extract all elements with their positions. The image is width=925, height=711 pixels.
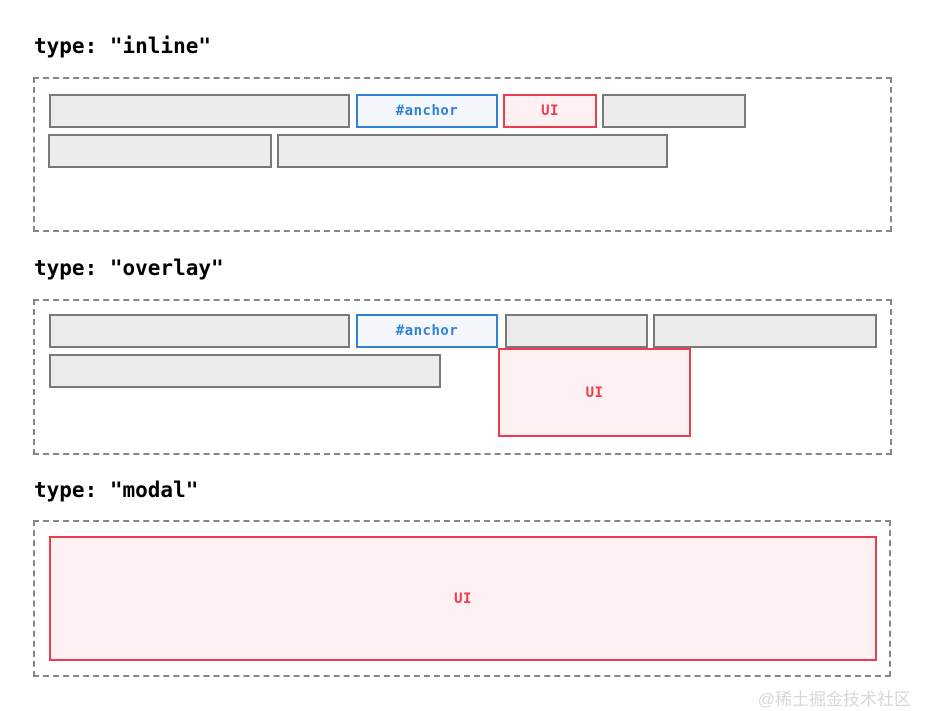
section-title-inline: type: "inline" xyxy=(34,34,212,58)
ui-label: UI xyxy=(454,590,472,607)
ui-label: UI xyxy=(541,103,559,119)
content-placeholder xyxy=(653,314,877,348)
content-placeholder xyxy=(49,94,350,128)
ui-box-overlay: UI xyxy=(498,348,691,437)
content-placeholder xyxy=(277,134,668,168)
section-title-modal: type: "modal" xyxy=(34,478,199,502)
content-placeholder xyxy=(505,314,648,348)
ui-box-inline: UI xyxy=(503,94,597,128)
anchor-box: #anchor xyxy=(356,94,498,128)
content-placeholder xyxy=(602,94,746,128)
ui-label: UI xyxy=(585,384,604,401)
ui-box-modal: UI xyxy=(49,536,877,661)
section-title-overlay: type: "overlay" xyxy=(34,256,224,280)
anchor-label: #anchor xyxy=(395,103,459,119)
content-placeholder xyxy=(48,134,272,168)
content-placeholder xyxy=(49,354,441,388)
watermark: @稀土掘金技术社区 xyxy=(757,690,911,709)
content-placeholder xyxy=(49,314,350,348)
anchor-box: #anchor xyxy=(356,314,498,348)
anchor-label: #anchor xyxy=(395,323,459,339)
